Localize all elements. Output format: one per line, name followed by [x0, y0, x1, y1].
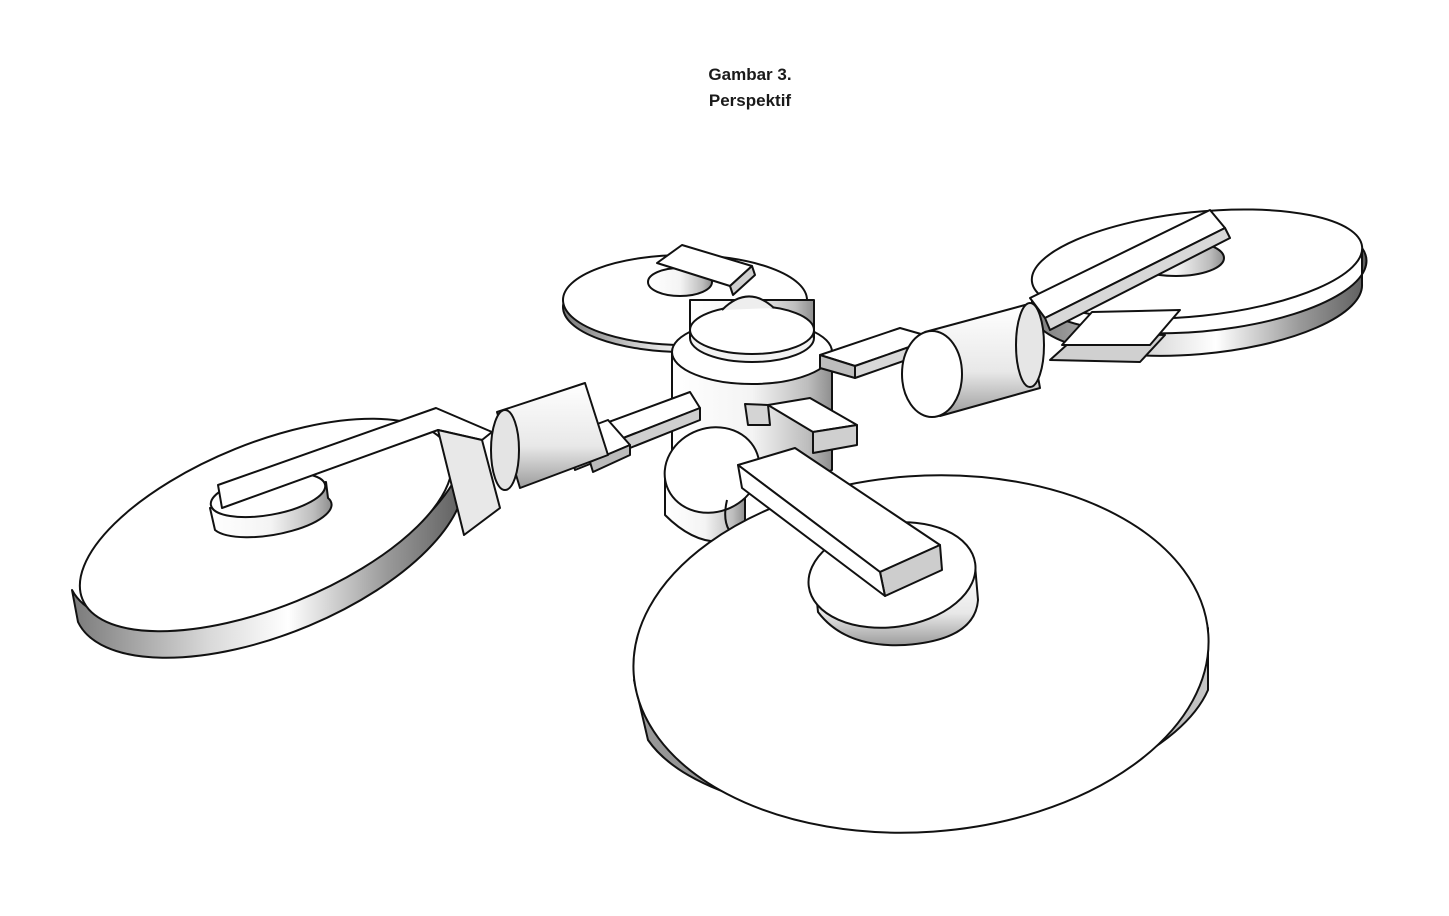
right-rotor [1029, 208, 1368, 363]
gimbal-knob [721, 295, 775, 311]
front-rotor-disc [632, 474, 1210, 834]
right-motor [901, 302, 1045, 418]
front-bracket [744, 397, 858, 454]
figure-number: Gambar 3. [708, 65, 792, 84]
right-motor-collar [1015, 302, 1045, 388]
figure-title: Perspektif [708, 91, 792, 110]
left-motor-collar [490, 409, 520, 491]
front-motor [663, 426, 761, 543]
right-motor-mount [1061, 309, 1181, 346]
front-rotor [632, 447, 1210, 834]
left-rotor [71, 407, 501, 659]
right-motor-face [901, 330, 963, 418]
center-cap-top [689, 305, 815, 355]
left-motor [490, 382, 609, 491]
figure-caption: Gambar 3. Perspektif [0, 62, 1449, 114]
